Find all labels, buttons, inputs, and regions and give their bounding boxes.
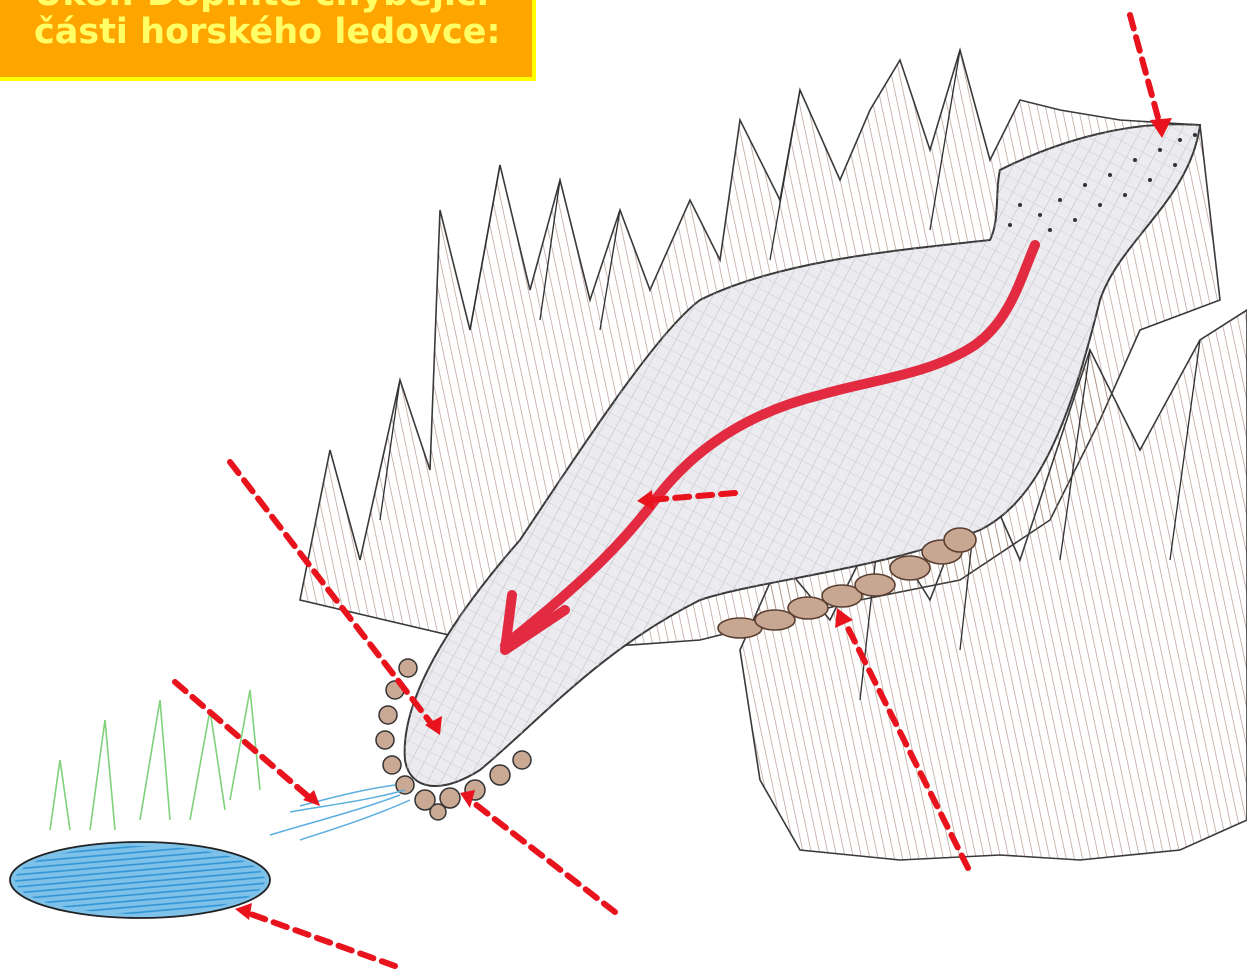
meltwater-stream — [270, 785, 410, 840]
pointer-meltwater-stream — [175, 682, 310, 798]
task-subtitle: části horského ledovce: — [34, 13, 532, 51]
pointer-terminal-moraine — [470, 800, 615, 912]
task-box: Úkol: Doplňte chybějící části horského l… — [0, 0, 536, 81]
pointer-lake — [245, 912, 395, 966]
grass — [50, 690, 260, 830]
pointer-accumulation-zone — [1130, 15, 1160, 125]
lake — [10, 842, 270, 918]
